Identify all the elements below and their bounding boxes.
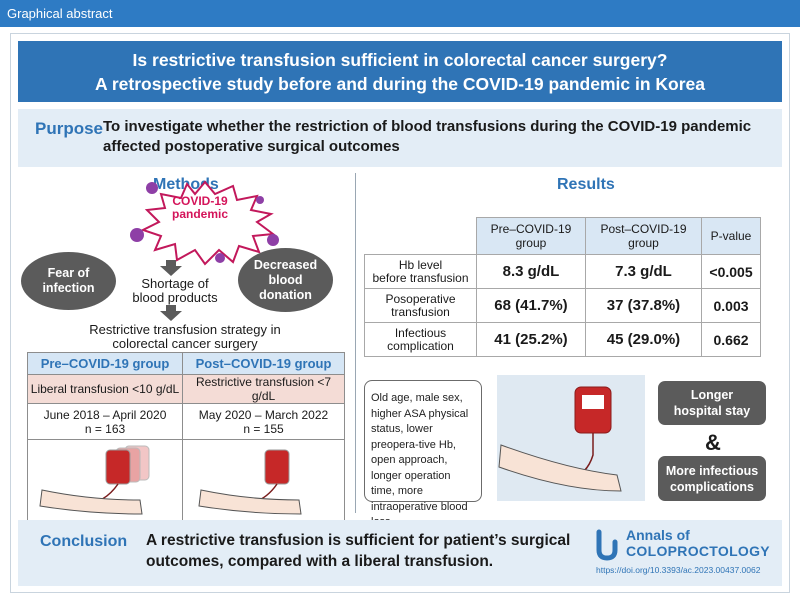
outcome2-line-2: complications: [669, 479, 755, 494]
section-divider: [355, 173, 356, 513]
virus-icon: [130, 228, 144, 242]
strategy-line-1: Restrictive transfusion strategy in: [89, 322, 281, 337]
post-transfusion-illustration: [182, 439, 345, 522]
blood-bag-arm-icon: [39, 445, 150, 515]
covid-burst-icon: [140, 180, 276, 266]
col-post-header: Post–COVID-19 group: [584, 217, 703, 255]
strategy-text: Restrictive transfusion strategy in colo…: [40, 323, 330, 351]
col-p-header: P-value: [701, 217, 761, 255]
row-label-line-2: transfusion: [391, 304, 450, 319]
virus-icon: [146, 182, 158, 194]
row-p-value: 0.662: [701, 322, 761, 357]
row-pre-value: 8.3 g/dL: [476, 254, 586, 289]
outcome1-line-2: hospital stay: [673, 404, 751, 418]
col-post-line-1: Post–COVID-19: [600, 222, 687, 236]
decreased-line-2: blood: [268, 272, 303, 287]
title-line-1: Is restrictive transfusion sufficient in…: [132, 50, 668, 70]
table-row: Posoperative transfusion 68 (41.7%) 37 (…: [364, 288, 761, 323]
burst-line-2: pandemic: [171, 207, 228, 221]
row-label: Hb level before transfusion: [364, 254, 477, 289]
pre-transfusion-illustration: [27, 439, 183, 522]
title-banner: Is restrictive transfusion sufficient in…: [18, 41, 782, 102]
journal-name-line-2: COLOPROCTOLOGY: [626, 543, 770, 559]
post-transfusion-threshold: Restrictive transfusion <7 g/dL: [182, 374, 345, 404]
ampersand: &: [705, 430, 721, 455]
table-row: Infectious complication 41 (25.2%) 45 (2…: [364, 322, 761, 357]
journal-name-line-1: Annals of: [626, 527, 690, 543]
table-row: Hb level before transfusion 8.3 g/dL 7.3…: [364, 254, 761, 289]
shortage-line-2: blood products: [132, 290, 218, 305]
pre-period: June 2018 – April 2020: [43, 407, 167, 422]
burst-line-1: COVID-19: [172, 194, 228, 208]
longer-hospital-stay-box: Longer hospital stay: [658, 381, 766, 425]
virus-icon: [256, 196, 264, 204]
more-infectious-complications-box: More infectious complications: [658, 456, 766, 501]
down-arrow-icon: [160, 305, 182, 321]
results-title: Results: [557, 176, 615, 193]
outcome1-line-1: Longer: [690, 388, 734, 402]
outcome2-line-1: More infectious: [665, 463, 759, 478]
row-label-line-1: Hb level: [398, 257, 443, 272]
row-label-line-1: Posoperative: [385, 291, 456, 306]
results-illustration: [497, 375, 645, 501]
journal-logo-icon: [596, 529, 618, 561]
decreased-donation-bubble: Decreased blood donation: [238, 248, 333, 312]
results-table: Pre–COVID-19 group Post–COVID-19 group P…: [364, 217, 761, 357]
post-period: May 2020 – March 2022: [198, 407, 329, 422]
col-pre-header: Pre–COVID-19 group: [476, 217, 586, 255]
row-label: Infectious complication: [364, 322, 477, 357]
pre-group-header: Pre–COVID-19 group: [27, 352, 183, 375]
purpose-panel: Purpose To investigate whether the restr…: [18, 109, 782, 167]
fear-line-1: Fear of: [47, 266, 90, 280]
blood-bag-arm-icon: [498, 386, 622, 492]
purpose-label: Purpose: [35, 119, 104, 138]
row-p-value: 0.003: [701, 288, 761, 323]
pre-period-cell: June 2018 – April 2020 n = 163: [27, 403, 183, 440]
shortage-line-1: Shortage of: [141, 276, 209, 291]
row-post-value: 7.3 g/dL: [584, 254, 703, 289]
pre-transfusion-threshold: Liberal transfusion <10 g/dL: [27, 374, 183, 404]
header-label: Graphical abstract: [0, 0, 800, 27]
row-post-value: 45 (29.0%): [584, 322, 703, 357]
decreased-line-3: donation: [259, 287, 312, 302]
risk-factors-box: Old age, male sex, higher ASA physical s…: [364, 380, 482, 528]
post-period-cell: May 2020 – March 2022 n = 155: [182, 403, 345, 440]
results-corner: [364, 217, 477, 255]
shortage-text: Shortage of blood products: [120, 277, 230, 305]
title-line-2: A retrospective study before and during …: [94, 74, 706, 94]
pre-n: n = 163: [84, 421, 126, 436]
conclusion-text: A restrictive transfusion is sufficient …: [146, 532, 571, 570]
methods-table: Pre–COVID-19 group Post–COVID-19 group L…: [27, 352, 345, 522]
row-label-line-2: before transfusion: [372, 270, 469, 285]
conclusion-panel: Conclusion A restrictive transfusion is …: [18, 520, 782, 586]
col-pre-line-1: Pre–COVID-19: [490, 222, 572, 236]
conclusion-label: Conclusion: [40, 533, 128, 550]
blood-bag-arm-icon: [197, 449, 302, 515]
purpose-text: To investigate whether the restriction o…: [103, 118, 752, 155]
row-label: Posoperative transfusion: [364, 288, 477, 323]
methods-illustration: [130, 180, 279, 321]
col-post-line-2: group: [628, 236, 659, 250]
fear-line-2: infection: [42, 281, 95, 295]
row-p-value: <0.005: [701, 254, 761, 289]
virus-icon: [215, 253, 225, 263]
row-pre-value: 68 (41.7%): [476, 288, 586, 323]
post-group-header: Post–COVID-19 group: [182, 352, 345, 375]
down-arrow-icon: [160, 260, 182, 276]
covid-burst-label: COVID-19 pandemic: [160, 195, 240, 221]
journal-doi: https://doi.org/10.3393/ac.2023.00437.00…: [596, 565, 761, 575]
decreased-line-1: Decreased: [253, 257, 318, 272]
row-label-line-2: complication: [387, 338, 454, 353]
row-pre-value: 41 (25.2%): [476, 322, 586, 357]
row-label-line-1: Infectious: [394, 325, 447, 340]
col-pre-line-2: group: [515, 236, 547, 250]
strategy-line-2: colorectal cancer surgery: [112, 336, 258, 351]
fear-of-infection-bubble: Fear of infection: [21, 252, 116, 310]
row-post-value: 37 (37.8%): [584, 288, 703, 323]
virus-icon: [267, 234, 279, 246]
post-n: n = 155: [243, 421, 284, 436]
